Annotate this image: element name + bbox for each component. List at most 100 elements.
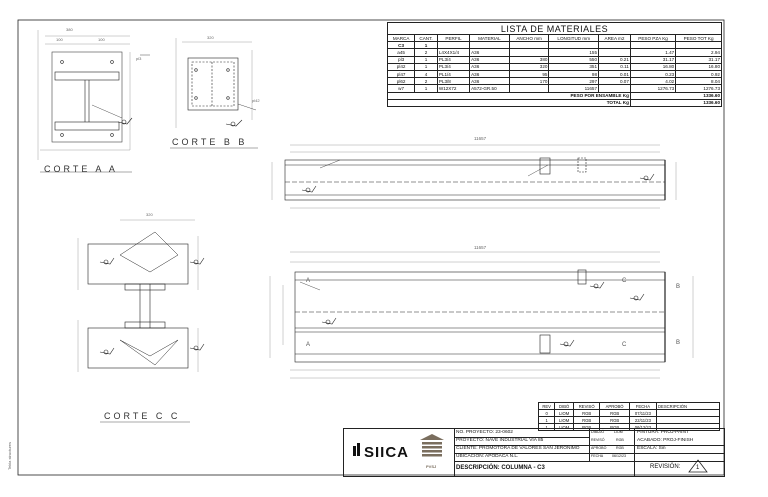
revision-number: 1 (696, 465, 700, 471)
revision-cell: LIOM (554, 416, 574, 424)
reviewed-label: REVISÓ (591, 438, 605, 442)
svg-text:C: C (622, 342, 627, 348)
svg-text:C: C (622, 278, 627, 284)
materials-cell: PL3/4 (436, 62, 471, 71)
materials-cell: 16.80 (675, 62, 722, 71)
materials-cell: PL3/4 (436, 55, 471, 64)
col-header: PESO TOT Kg (675, 33, 722, 43)
materials-cell: pl42 (386, 62, 416, 71)
materials-cell: 0.11 (598, 62, 631, 71)
reviewed-value: RGB (616, 438, 624, 442)
col-header: CANT. (414, 33, 438, 43)
rev-header: REVISÓ (572, 402, 601, 410)
materials-cell: 31.17 (629, 55, 677, 64)
scale-spec: ESCALA: Sin (637, 446, 666, 451)
drew-value: LIOM (614, 430, 623, 434)
logo-area: SIICA PVSJ (344, 429, 455, 476)
group-mark: C3 (386, 41, 416, 50)
col-header: ANCHO mm (508, 33, 550, 43)
materials-cell: 4 (414, 69, 438, 79)
materials-cell: 380 (508, 55, 550, 64)
revision-cell (656, 409, 720, 417)
materials-header-row: MARCA CANT. PERFIL MATERIAL ANCHO mm LON… (386, 33, 722, 43)
approved-label: APROBÓ (591, 446, 607, 450)
svg-text:B: B (676, 340, 680, 346)
date-value: 06/12/23 (612, 454, 626, 458)
materials-cell: 0.01 (598, 69, 631, 79)
section-b-label: CORTE B B (172, 137, 248, 147)
materials-cell: 2 (414, 77, 438, 86)
revision-label: REVISIÓN: (650, 464, 681, 470)
materials-cell: 0.92 (675, 69, 722, 79)
materials-cell: 155 (548, 48, 600, 57)
revision-cell (656, 416, 720, 424)
total-label: TOTAL Kg (387, 98, 631, 107)
materials-cell: 1 (414, 84, 438, 93)
materials-cell: A36 (469, 55, 510, 64)
svg-text:A: A (306, 342, 310, 348)
materials-cell: 1 (414, 55, 438, 64)
materials-cell: 351 (548, 62, 600, 71)
materials-cell (598, 84, 631, 93)
revision-cell: RGB (599, 423, 630, 431)
revision-cell: RGB (599, 409, 630, 417)
materials-table: LISTA DE MATERIALES MARCA CANT. PERFIL M… (386, 22, 723, 107)
materials-cell: A572-GR.50 (469, 84, 510, 93)
materials-cell: 297 (548, 77, 600, 86)
revision-cell: RGB (572, 423, 601, 431)
revision-cell: RGB (599, 416, 630, 424)
materials-cell: pl3 (386, 55, 416, 64)
section-c-label: CORTE C C (104, 411, 181, 421)
top-elevation-view (271, 144, 677, 209)
title-block: SIICA PVSJ NO. PROYECTO: 23-0602 PROYECT… (343, 428, 725, 477)
materials-cell (508, 48, 550, 57)
revisions-header-row: REV DIBÓ REVISÓ APROBÓ FECHA DESCRIPCIÓN (537, 402, 720, 410)
svg-text:100: 100 (56, 37, 63, 42)
section-a-label: CORTE A A (44, 164, 118, 174)
assembly-weight-row: PESO POR ENSAMBLE Kg 1336.60 (387, 91, 723, 100)
section-a-view: 380 100 100 pl3 (37, 27, 150, 160)
materials-cell: PL3/8 (436, 77, 471, 86)
col-header: MATERIAL (469, 33, 510, 43)
svg-text:320: 320 (207, 35, 214, 40)
drawing-description: DESCRIPCIÓN: COLUMNA - C3 (456, 465, 545, 471)
svg-text:pl42: pl42 (252, 98, 260, 103)
siica-logo-icon (353, 443, 360, 456)
materials-cell: 4.02 (629, 77, 677, 86)
materials-cell: 16.80 (629, 62, 677, 71)
bottom-elevation-length: 11657 (474, 245, 487, 250)
date-label: FECHA (591, 454, 604, 458)
materials-cell: PL1/4 (436, 69, 471, 79)
materials-cell (598, 48, 631, 57)
location: UBICACIÓN: APODACA N.L. (456, 454, 519, 459)
materials-cell: 1 (414, 62, 438, 71)
materials-cell: 98 (548, 69, 600, 79)
sheet-border (17, 19, 725, 476)
revision-cell: RGB (572, 409, 601, 417)
col-header: PERFIL (436, 33, 471, 43)
materials-cell: pl47 (386, 69, 416, 79)
revision-triangle-icon (688, 459, 708, 473)
revision-cell: LIOM (554, 409, 574, 417)
section-c-view: 320 (77, 212, 205, 372)
materials-cell: A36 (469, 77, 510, 86)
revision-cell: 1 (537, 416, 556, 424)
rev-header: REV (537, 402, 556, 410)
materials-cell: A36 (469, 69, 510, 79)
total-value: 1336.60 (629, 98, 723, 107)
materials-cell: A36 (469, 48, 510, 57)
total-row: TOTAL Kg 1336.60 (387, 98, 723, 107)
bottom-elevation-view: A A C C B B (269, 251, 694, 379)
assembly-weight-label: PESO POR ENSAMBLE Kg (387, 91, 631, 100)
siica-logo-text: SIICA (364, 444, 410, 461)
revision-cell: 0 (537, 409, 556, 417)
